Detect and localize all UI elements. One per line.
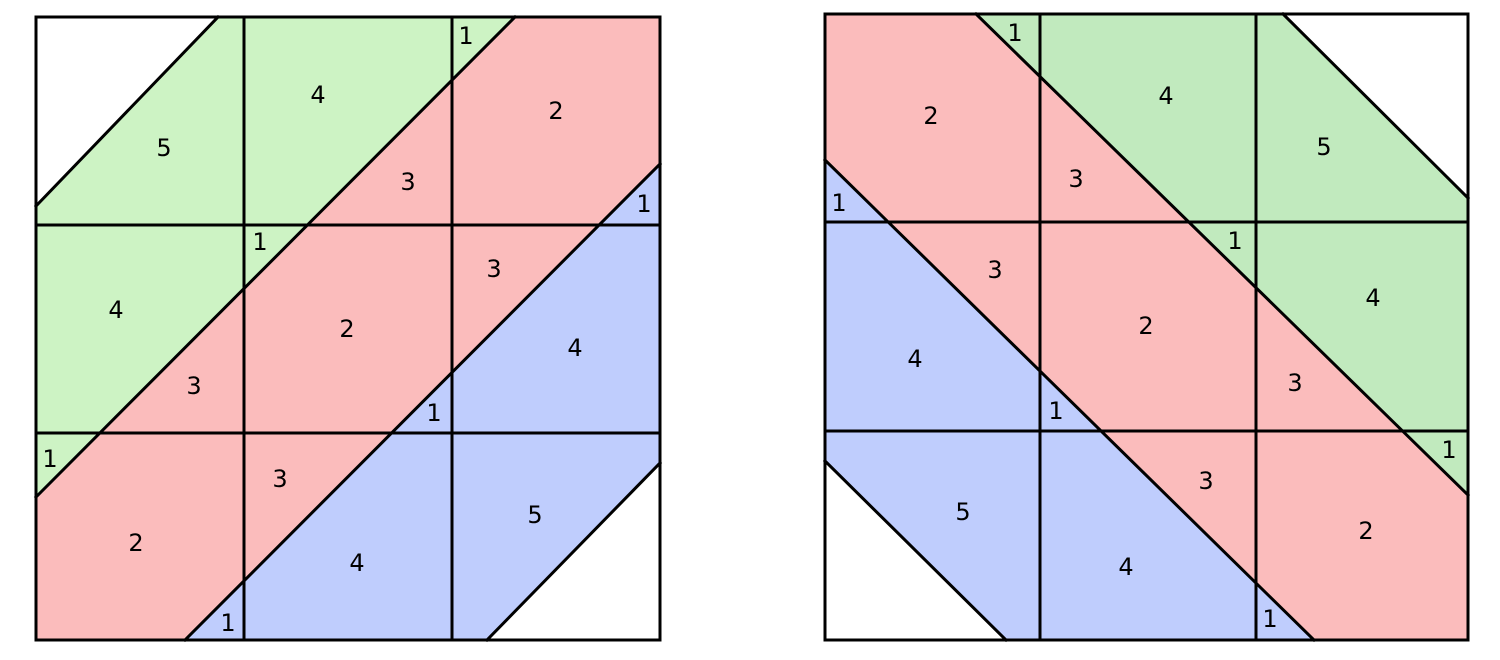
- left-figure: 5 4 1 2 3 1 1 4 2 3 3 4 1 1 2 3 5 4 1: [33, 14, 663, 643]
- right-label: 1: [1441, 436, 1456, 464]
- right-label: 2: [923, 102, 938, 130]
- right-diagonal-4: [822, 458, 1009, 643]
- right-diagonal-2: [1280, 11, 1471, 201]
- right-label: 1: [1262, 605, 1277, 633]
- left-label: 3: [400, 168, 415, 196]
- right-frame: [823, 12, 1470, 642]
- right-diagonal-3: [822, 157, 1317, 643]
- left-diagonal-4: [484, 460, 663, 643]
- left-label: 5: [156, 134, 171, 162]
- left-diagonal-3: [182, 161, 663, 643]
- right-label: 4: [1118, 553, 1133, 581]
- left-label: 3: [486, 255, 501, 283]
- right-figure: 1 2 4 3 5 1 1 3 2 4 4 3 1 1 3 5 4 2 1: [822, 11, 1471, 643]
- right-label: 1: [831, 189, 846, 217]
- left-label: 4: [567, 334, 582, 362]
- left-red-band: [36, 17, 660, 640]
- right-label: 2: [1138, 312, 1153, 340]
- left-label: 4: [349, 549, 364, 577]
- left-label: 2: [548, 97, 563, 125]
- left-diagonal-1: [33, 14, 221, 209]
- right-label: 3: [1068, 165, 1083, 193]
- right-red-band: [825, 14, 1468, 640]
- right-diagonal-1: [973, 11, 1471, 498]
- right-label: 5: [955, 498, 970, 526]
- right-label: 3: [1287, 369, 1302, 397]
- left-label: 1: [252, 228, 267, 256]
- right-label: 4: [907, 345, 922, 373]
- left-diagonal-2: [33, 14, 518, 500]
- right-label: 4: [1365, 284, 1380, 312]
- left-frame: [34, 15, 662, 642]
- left-label: 3: [186, 372, 201, 400]
- right-label: 4: [1158, 82, 1173, 110]
- left-label: 2: [339, 315, 354, 343]
- right-label: 5: [1316, 133, 1331, 161]
- left-label: 3: [272, 465, 287, 493]
- left-label: 1: [458, 22, 473, 50]
- left-label: 1: [220, 609, 235, 637]
- left-label: 5: [527, 501, 542, 529]
- left-label: 4: [108, 296, 123, 324]
- left-label: 2: [128, 529, 143, 557]
- right-label: 1: [1227, 227, 1242, 255]
- right-label: 1: [1048, 397, 1063, 425]
- left-label: 1: [426, 399, 441, 427]
- left-label: 1: [42, 445, 57, 473]
- left-label: 4: [310, 81, 325, 109]
- left-label: 1: [636, 190, 651, 218]
- right-label: 2: [1358, 517, 1373, 545]
- right-label: 3: [987, 256, 1002, 284]
- right-label: 3: [1198, 467, 1213, 495]
- right-label: 1: [1007, 19, 1022, 47]
